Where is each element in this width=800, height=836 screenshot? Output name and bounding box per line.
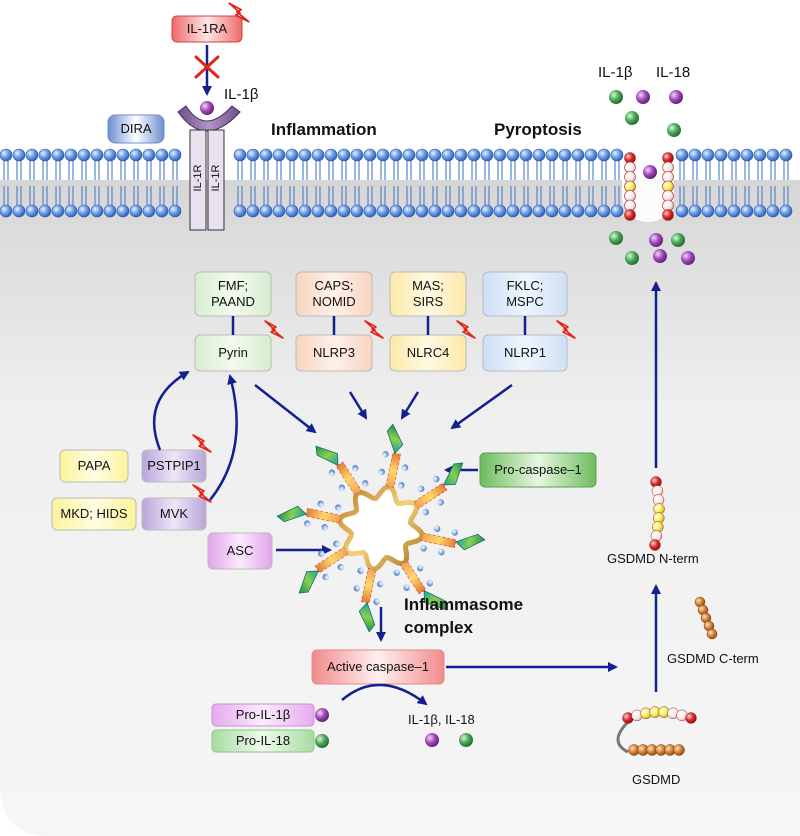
pro-il1b-particle <box>315 708 329 722</box>
nlrp3-box: NLRP3 <box>296 335 372 371</box>
inflammation-title: Inflammation <box>271 120 377 139</box>
inflammasome-title: Inflammasome complex <box>404 595 524 637</box>
gsdmd-structures <box>616 476 718 756</box>
released-cytokines <box>609 90 695 265</box>
il1b-ligand-label: IL-1β <box>224 86 259 103</box>
mature-cytokines-label: IL-1β, IL-18 <box>408 712 475 727</box>
il1ra-label: IL-1RA <box>186 21 228 36</box>
pyrin-label: Pyrin <box>218 345 248 360</box>
gasdermin-pore <box>622 152 674 222</box>
nlrc4-label: NLRC4 <box>406 345 450 360</box>
il18-mature-particle <box>459 733 473 747</box>
gsdmd-label: GSDMD <box>632 772 681 787</box>
fmf-paand-box: FMF; PAAND <box>195 272 271 316</box>
active-caspase-label: Active caspase–1 <box>327 659 429 674</box>
dira-label: DIRA <box>120 121 152 136</box>
il1ra-box: IL-1RA <box>172 16 242 42</box>
asc-label: ASC <box>226 543 254 558</box>
active-caspase-box: Active caspase–1 <box>312 650 444 684</box>
gsdmd-cterm-label: GSDMD C-term <box>667 651 759 666</box>
nlrp1-box: NLRP1 <box>483 335 567 371</box>
pro-il18-particle <box>315 734 329 748</box>
il1b-release-label: IL-1β <box>598 64 633 81</box>
fklc-mspc-box: FKLC; MSPC <box>483 272 567 316</box>
asc-box: ASC <box>208 533 272 569</box>
papa-label: PAPA <box>77 458 111 473</box>
pyrin-box: Pyrin <box>195 335 271 371</box>
pstpip1-box: PSTPIP1 <box>142 450 206 482</box>
nlrp3-label: NLRP3 <box>313 345 355 360</box>
mas-sirs-box: MAS; SIRS <box>390 272 466 316</box>
inflammasome-complex <box>276 423 486 633</box>
il1b-ligand <box>200 101 214 115</box>
pathway-arrows <box>152 281 661 706</box>
pro-il18-box: Pro-IL-18 <box>212 730 314 752</box>
mvk-label: MVK <box>159 506 189 521</box>
il1b-mature-particle <box>425 733 439 747</box>
fmf-paand-label: FMF; PAAND <box>211 278 255 309</box>
il1r-label-b: IL-1R <box>210 164 222 192</box>
nlrp1-label: NLRP1 <box>504 345 546 360</box>
block-x-icon <box>194 55 220 79</box>
mvk-box: MVK <box>142 498 206 530</box>
pro-il1b-label: Pro-IL-1β <box>235 707 291 722</box>
pyroptosis-title: Pyroptosis <box>494 120 582 139</box>
mkd-hids-box: MKD; HIDS <box>52 498 136 530</box>
il1-receptor <box>177 105 241 231</box>
gsdmd-nterm-label: GSDMD N-term <box>607 551 699 566</box>
pro-caspase-box: Pro-caspase–1 <box>480 453 596 487</box>
pstpip1-label: PSTPIP1 <box>147 458 201 473</box>
fklc-mspc-label: FKLC; MSPC <box>506 278 544 309</box>
mkd-hids-label: MKD; HIDS <box>60 506 128 521</box>
caps-nomid-label: CAPS; NOMID <box>312 278 356 309</box>
cell-membrane <box>0 148 793 218</box>
pro-il18-label: Pro-IL-18 <box>235 733 291 748</box>
caps-nomid-box: CAPS; NOMID <box>296 272 372 316</box>
pro-caspase-label: Pro-caspase–1 <box>494 462 582 477</box>
papa-box: PAPA <box>60 450 128 482</box>
nlrc4-box: NLRC4 <box>390 335 466 371</box>
il18-release-label: IL-18 <box>656 64 691 81</box>
mas-sirs-label: MAS; SIRS <box>412 278 444 309</box>
il1r-label-a: IL-1R <box>192 164 204 192</box>
pro-il1b-box: Pro-IL-1β <box>212 704 314 726</box>
dira-box: DIRA <box>108 115 164 143</box>
